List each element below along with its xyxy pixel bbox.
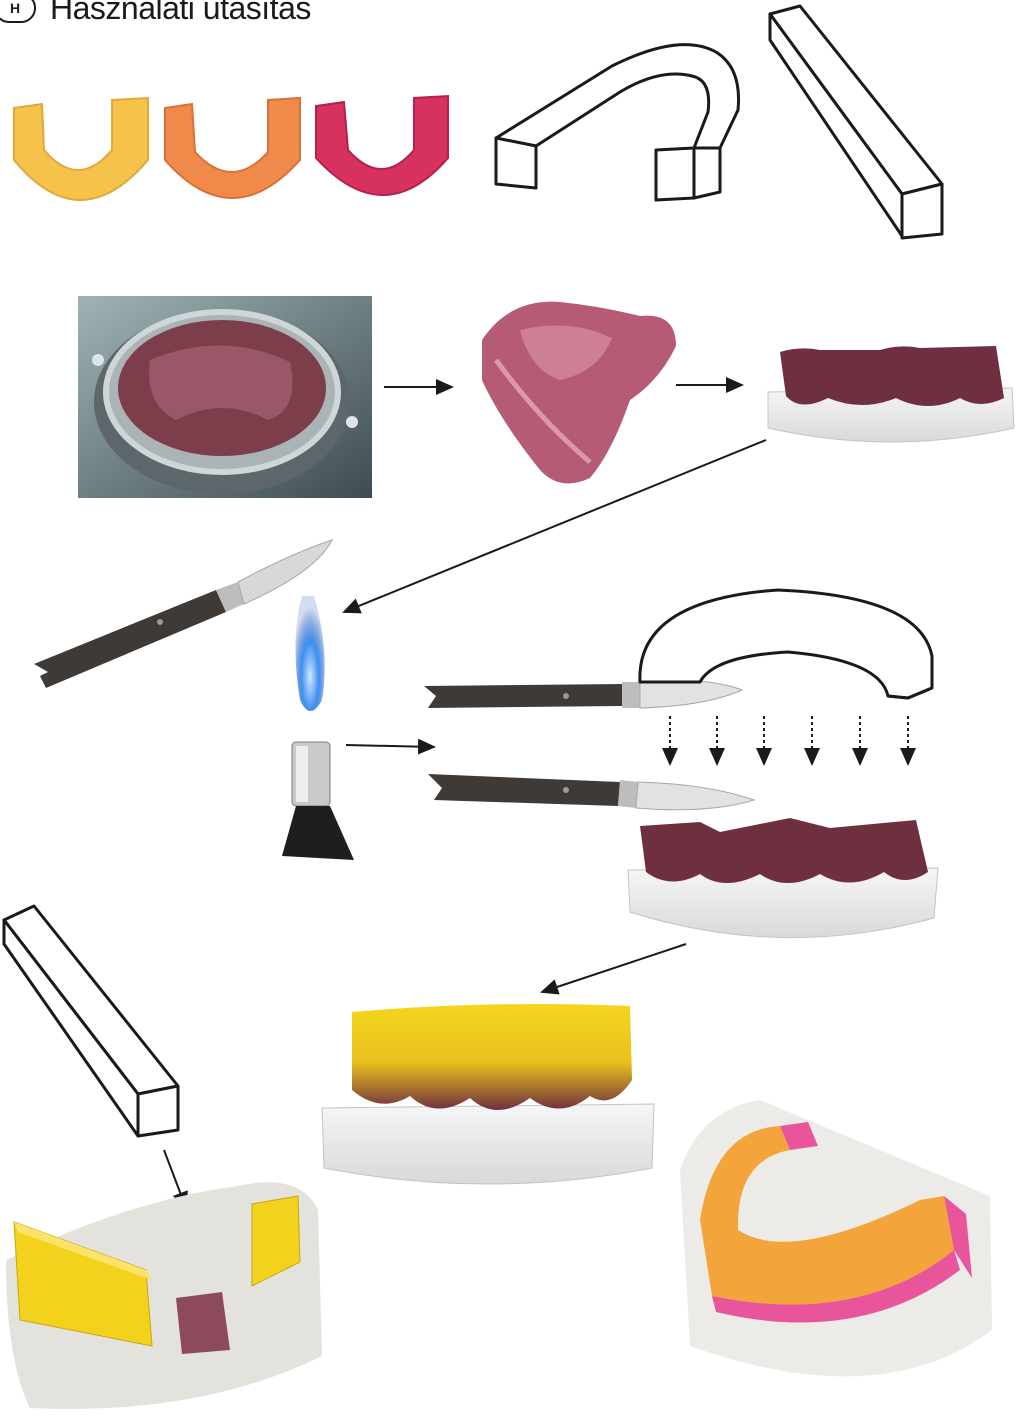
silicone-key-photo — [482, 302, 676, 484]
plaster-model-with-gum — [768, 346, 1014, 442]
arrow-right-icon — [346, 745, 434, 747]
gas-burner-icon — [282, 596, 354, 860]
wax-knife-icon — [428, 774, 754, 810]
model-with-yellow-wax-rim — [322, 1004, 654, 1184]
silicone-impression-photo — [78, 296, 372, 498]
plaster-model-with-gum — [628, 818, 938, 938]
dotted-arrows — [670, 716, 908, 764]
partial-model-with-wax-blocks — [6, 1182, 322, 1409]
arrow-diagonal-icon — [542, 944, 686, 992]
complete-model-with-wax-rim — [680, 1100, 992, 1376]
straight-wax-bar-outline-icon — [4, 906, 178, 1136]
straight-wax-bar-outline-icon — [770, 6, 942, 238]
wax-rim-pink — [316, 96, 448, 195]
horseshoe-wax-outline-icon — [496, 45, 739, 200]
horseshoe-wax-outline-icon — [640, 590, 932, 698]
wax-knife-icon — [34, 540, 332, 688]
wax-knife-icon — [424, 680, 742, 708]
flame-icon — [295, 596, 324, 711]
wax-rim-yellow — [14, 98, 148, 200]
wax-rim-orange — [165, 98, 300, 198]
